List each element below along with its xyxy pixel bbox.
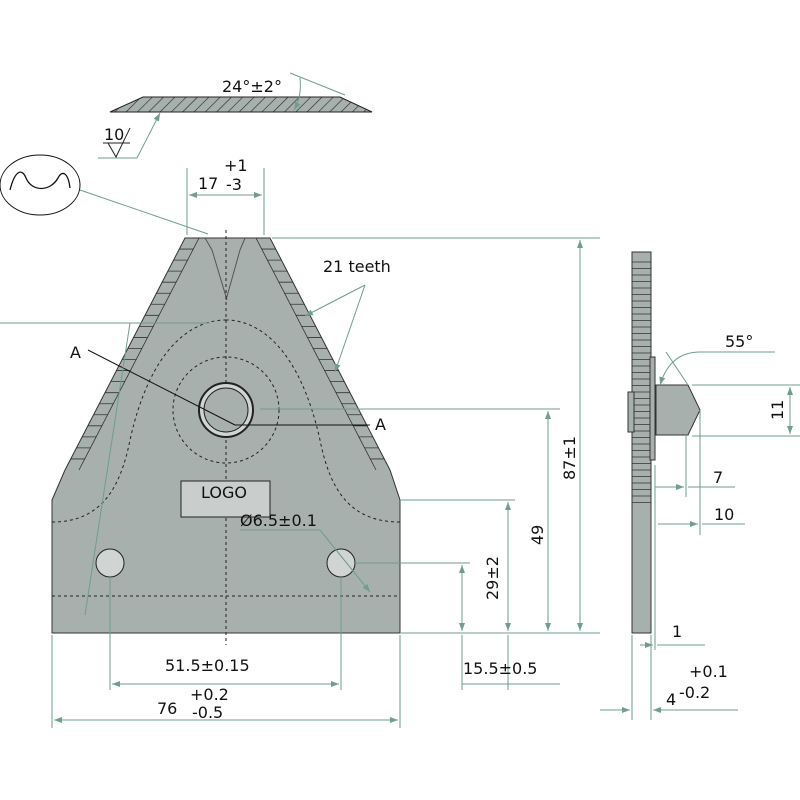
tooth — [312, 348, 328, 360]
roughness-label: 10 — [104, 125, 124, 144]
tooth — [283, 292, 299, 305]
tooth — [162, 281, 177, 294]
tooth — [133, 337, 149, 349]
teeth-callout: 21 teeth — [0, 257, 391, 616]
logo-label: LOGO — [201, 483, 247, 502]
tooth — [156, 292, 172, 305]
tooth — [185, 237, 200, 250]
tooth — [306, 337, 322, 349]
tooth — [87, 425, 103, 438]
tooth — [289, 303, 305, 316]
tooth — [127, 348, 143, 360]
width-plus: +0.2 — [190, 685, 229, 704]
side-10-label: 10 — [714, 505, 734, 524]
tooth — [99, 403, 114, 415]
side-angle-label: 55° — [725, 332, 753, 351]
height-total-label: 87±1 — [560, 436, 579, 480]
tooth — [93, 414, 109, 426]
tooth — [82, 436, 97, 449]
tooth — [341, 403, 356, 415]
tooth — [76, 447, 92, 460]
tooth — [272, 270, 288, 283]
section-a-left: A — [70, 343, 81, 362]
height-dimensions: 87±1 49 29±2 — [260, 237, 600, 634]
tooth — [278, 281, 293, 294]
blade-front-view: LOGO — [51, 230, 401, 645]
tooth — [139, 325, 154, 338]
teeth-label: 21 teeth — [323, 257, 391, 276]
thickness-minus: -0.2 — [679, 683, 710, 702]
bevel-angle-label: 24°±2° — [222, 77, 282, 96]
top-width-plus: +1 — [224, 156, 248, 175]
tooth — [329, 381, 345, 393]
tooth — [70, 458, 86, 471]
tooth — [255, 237, 270, 250]
top-width-minus: -3 — [226, 175, 242, 194]
thickness-label: 4 — [666, 690, 676, 709]
offset-label: 15.5±0.5 — [463, 659, 537, 678]
bevel-section: 24°±2° — [109, 72, 373, 113]
hole-diameter-dimension: Ø6.5±0.1 — [240, 511, 371, 593]
top-width-dimension: 17 +1 -3 — [186, 156, 265, 235]
width-label: 76 — [157, 699, 177, 718]
thickness-plus: +0.1 — [689, 662, 728, 681]
side-11-label: 11 — [768, 400, 787, 420]
tooth — [122, 359, 137, 371]
blade-side-view: 55° 11 7 10 1 4 +0.1 -0.2 — [600, 251, 800, 720]
logo-box — [180, 480, 271, 518]
edge-profile-detail — [0, 154, 209, 235]
tooth — [173, 259, 189, 272]
roughness-symbol: 10 — [98, 112, 161, 159]
width-minus: -0.5 — [192, 703, 223, 722]
top-width-label: 17 — [198, 174, 218, 193]
tooth — [346, 414, 362, 426]
height-29-label: 29±2 — [483, 556, 502, 600]
tooth — [335, 392, 350, 404]
side-7-label: 7 — [713, 468, 723, 487]
tooth — [323, 370, 339, 382]
section-line-a: A A — [70, 343, 386, 434]
tooth — [363, 447, 379, 460]
tooth — [318, 359, 333, 371]
tooth — [261, 248, 276, 261]
tooth — [358, 436, 373, 449]
tooth — [179, 248, 194, 261]
hole-diameter-label: Ø6.5±0.1 — [240, 511, 317, 530]
tooth — [266, 259, 282, 272]
section-a-right: A — [375, 415, 386, 434]
tooth — [110, 381, 126, 393]
tooth — [167, 270, 183, 283]
tooth — [150, 303, 166, 316]
tooth — [116, 370, 132, 382]
tooth — [369, 458, 385, 471]
side-1-label: 1 — [672, 622, 682, 641]
tooth — [301, 325, 316, 338]
hole-spacing-label: 51.5±0.15 — [165, 656, 250, 675]
width-dimensions: 51.5±0.15 76 +0.2 -0.5 15.5±0.5 — [51, 577, 560, 728]
height-49-label: 49 — [528, 525, 547, 545]
tooth — [352, 425, 368, 438]
